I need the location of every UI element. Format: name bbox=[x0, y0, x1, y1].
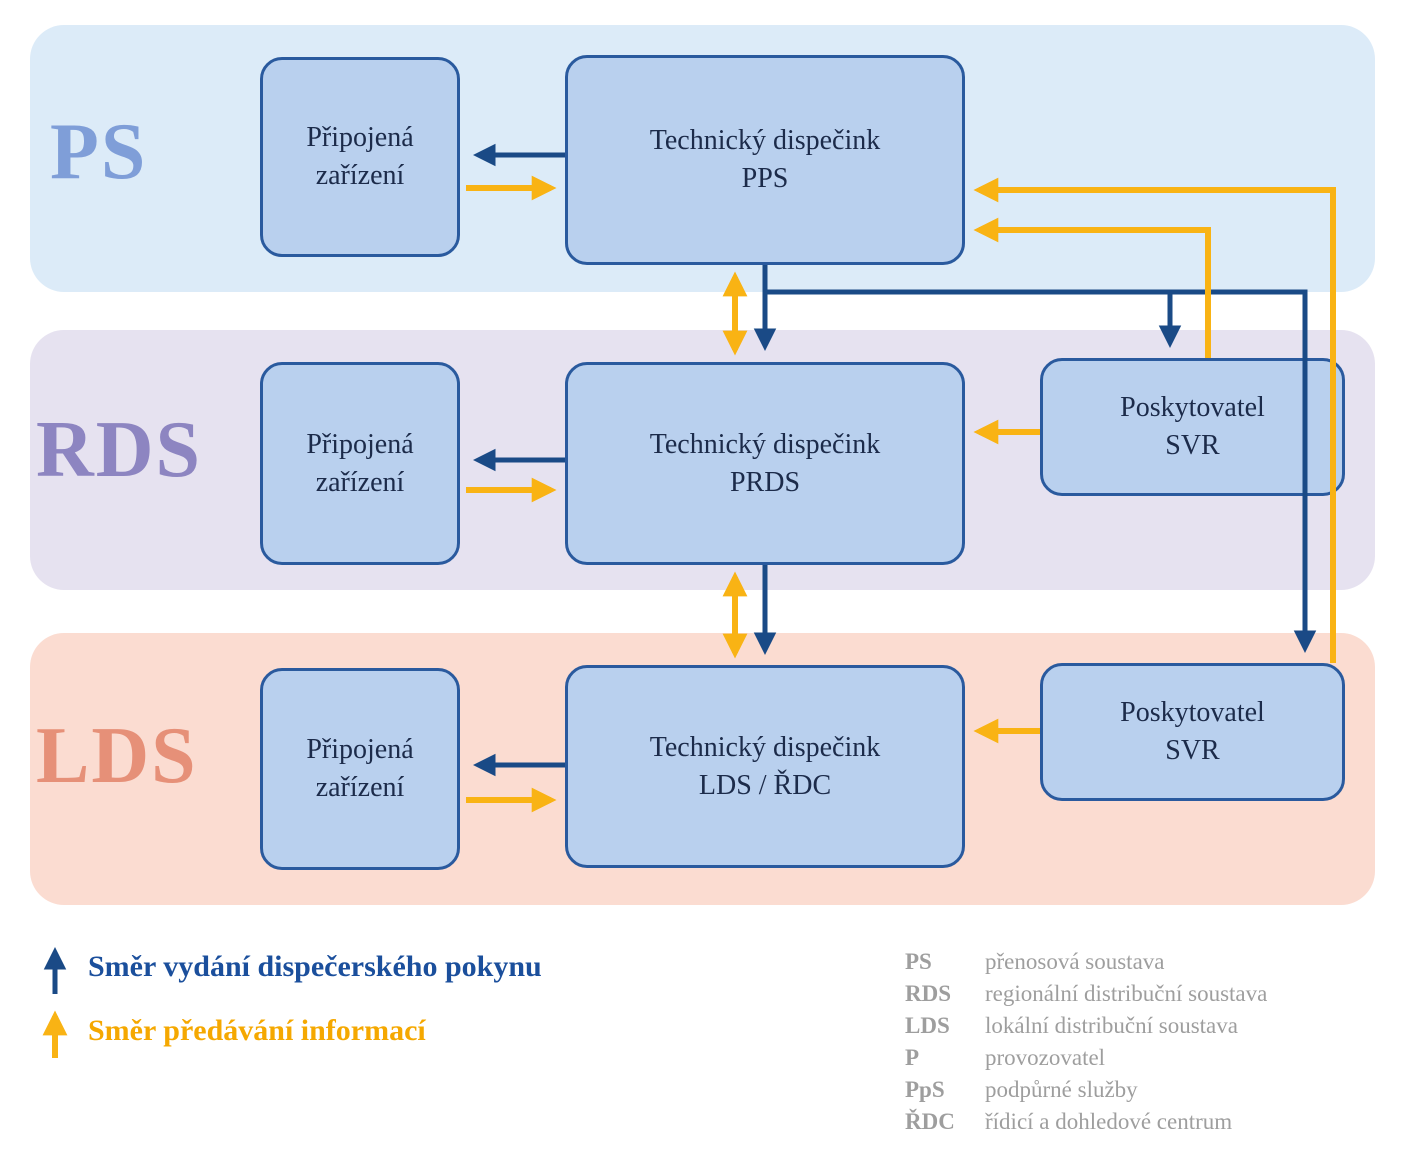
box-lds-technical-dispatch: Technický dispečink LDS / ŘDC bbox=[565, 665, 965, 868]
band-label-ps: PS bbox=[50, 108, 148, 196]
abbreviation-meaning: provozovatel bbox=[985, 1045, 1106, 1070]
legend-instruction-row: Směr vydání dispečerského pokynu bbox=[38, 936, 542, 998]
box-text-line: SVR bbox=[1165, 430, 1220, 461]
abbreviation: PpS bbox=[905, 1077, 945, 1102]
box-text-line: Připojená bbox=[306, 734, 414, 766]
band-label-lds: LDS bbox=[36, 712, 198, 800]
abbreviation: P bbox=[905, 1045, 920, 1070]
legend-information-row: Směr předávání informací bbox=[38, 1000, 426, 1062]
box-text-line: Poskytovatel bbox=[1120, 392, 1265, 424]
box-text-line: SVR bbox=[1165, 735, 1220, 766]
box-text-line: zařízení bbox=[315, 466, 405, 498]
box-text-line: Připojená bbox=[306, 122, 414, 154]
abbreviation-meaning: řídicí a dohledové centrum bbox=[985, 1109, 1233, 1134]
box-ps-technical-dispatch: Technický dispečink PPS bbox=[565, 55, 965, 265]
box-text-line: zařízení bbox=[315, 160, 405, 191]
abbreviation-meaning: regionální distribuční soustava bbox=[985, 981, 1268, 1006]
abbreviations-legend: PS přenosová soustava RDS regionální dis… bbox=[905, 946, 1267, 1138]
box-text-line: PPS bbox=[741, 163, 789, 194]
abbreviation-row: P provozovatel bbox=[905, 1042, 1267, 1074]
box-text-line: Technický dispečink bbox=[649, 731, 881, 763]
abbreviation-meaning: přenosová soustava bbox=[985, 949, 1165, 974]
box-text-line: zařízení bbox=[315, 772, 405, 803]
box-text-line: Připojená bbox=[306, 428, 414, 460]
legend-information-label: Směr předávání informací bbox=[88, 1014, 426, 1047]
abbreviation: PS bbox=[905, 949, 932, 974]
box-lds-connected-devices: Připojená zařízení bbox=[260, 668, 460, 870]
abbreviation-meaning: lokální distribuční soustava bbox=[985, 1013, 1238, 1038]
box-text-line: LDS / ŘDC bbox=[698, 769, 832, 801]
abbreviation-row: LDS lokální distribuční soustava bbox=[905, 1010, 1267, 1042]
abbreviation-row: PS přenosová soustava bbox=[905, 946, 1267, 978]
abbreviation-row: ŘDC řídicí a dohledové centrum bbox=[905, 1106, 1267, 1138]
box-text-line: Technický dispečink bbox=[649, 428, 881, 460]
abbreviation-row: RDS regionální distribuční soustava bbox=[905, 978, 1267, 1010]
instruction-arrow-icon bbox=[43, 947, 67, 994]
information-arrow-icon bbox=[42, 1010, 68, 1058]
abbreviation-meaning: podpůrné služby bbox=[985, 1077, 1138, 1102]
abbreviation: ŘDC bbox=[905, 1109, 955, 1134]
abbreviation: RDS bbox=[905, 981, 952, 1006]
box-text-line: PRDS bbox=[729, 466, 801, 498]
box-rds-svr-provider: Poskytovatel SVR bbox=[1040, 358, 1345, 496]
legend-instruction-label: Směr vydání dispečerského pokynu bbox=[88, 950, 542, 983]
abbreviation-row: PpS podpůrné služby bbox=[905, 1074, 1267, 1106]
box-text-line: Poskytovatel bbox=[1120, 697, 1265, 729]
box-ps-connected-devices: Připojená zařízení bbox=[260, 57, 460, 257]
box-rds-technical-dispatch: Technický dispečink PRDS bbox=[565, 362, 965, 565]
box-lds-svr-provider: Poskytovatel SVR bbox=[1040, 663, 1345, 801]
box-text-line: Technický dispečink bbox=[649, 125, 881, 157]
abbreviation: LDS bbox=[905, 1013, 950, 1038]
band-label-rds: RDS bbox=[36, 406, 203, 494]
box-rds-connected-devices: Připojená zařízení bbox=[260, 362, 460, 565]
